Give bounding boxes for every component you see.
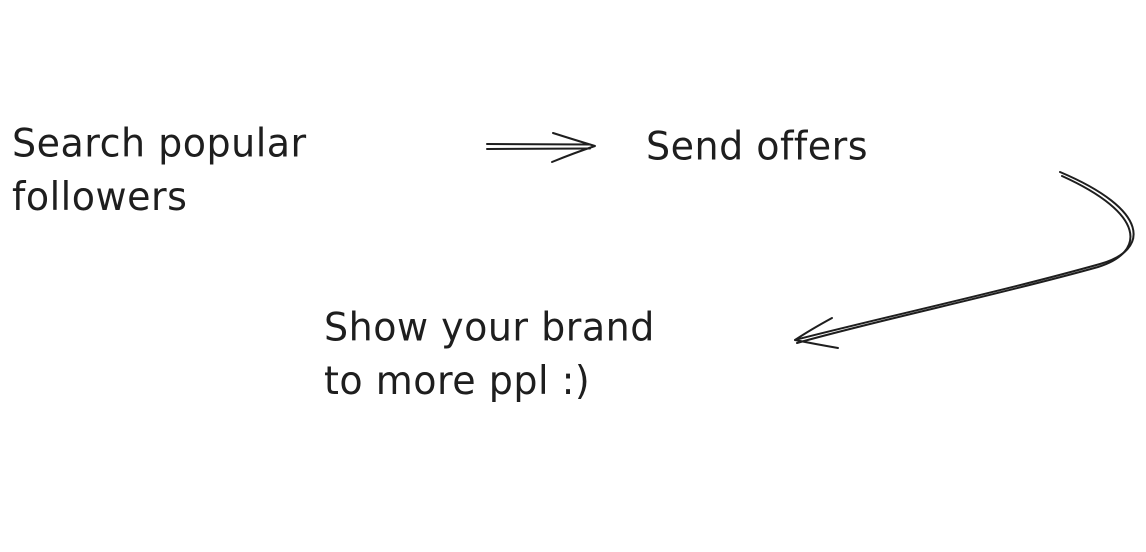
step-text-line: followers [12,174,188,219]
arrow-shaft [486,147,591,150]
step-text-line: Send offers [646,123,869,169]
step-send-offers: Send offers [646,119,868,172]
step-text-line: to more ppl :) [324,358,591,403]
step-text-line: Show your brand [324,305,655,350]
arrow-shaft [486,143,591,146]
arrow-head [794,317,839,349]
step-text-line: Search popular [12,121,307,166]
step-show-your-brand: Show your brand to more ppl :) [324,301,655,407]
step-search-popular-followers: Search popular followers [12,117,307,223]
arrow-curve [796,175,1132,344]
arrow-step2-to-step3 [794,171,1135,349]
arrow-step1-to-step2 [486,132,596,163]
arrow-head [551,132,596,163]
arrow-curve [794,171,1135,341]
